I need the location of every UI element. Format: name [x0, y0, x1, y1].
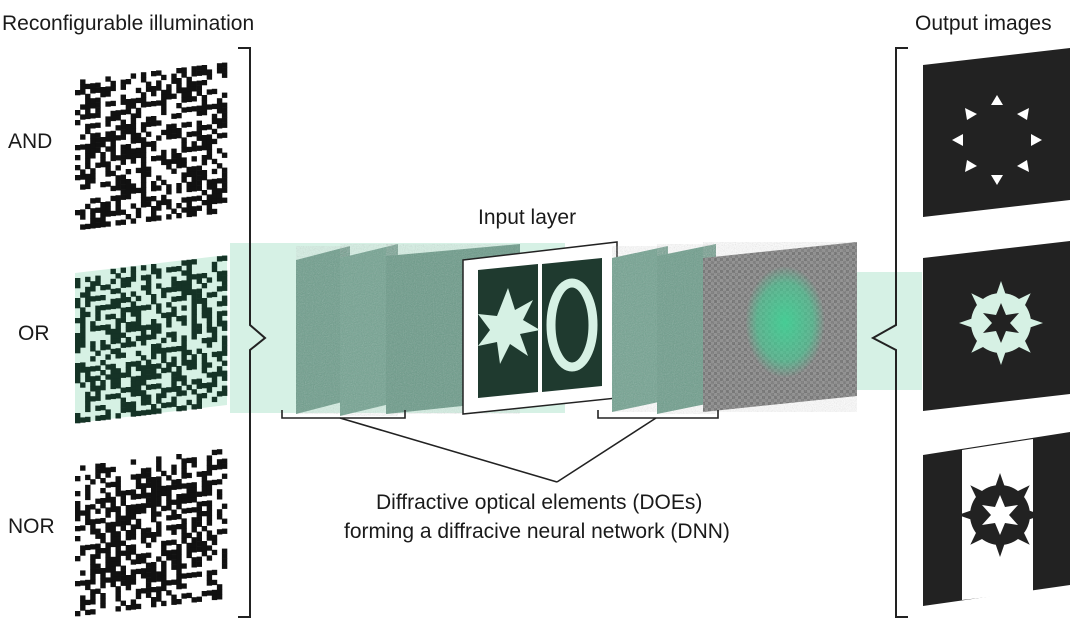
input-layer [462, 241, 618, 415]
illumination-header: Reconfigurable illumination [2, 12, 255, 35]
gear-ring-star-icon [959, 281, 1043, 365]
doe-plate-4 [612, 246, 668, 412]
output-image-or [923, 241, 1070, 411]
input-layer-label: Input layer [478, 206, 577, 229]
illumination-pattern-or [75, 255, 228, 424]
doe-plate-6 [703, 242, 857, 412]
doe-bracket-right [597, 410, 719, 419]
doe-plate-5 [657, 244, 716, 414]
doe-plate-2 [340, 244, 398, 416]
doe-caption-line1: Diffractive optical elements (DOEs) [376, 491, 703, 514]
illumination-bracket [238, 47, 267, 618]
eight-point-star-icon [478, 288, 540, 364]
output-image-and [923, 48, 1070, 217]
output-bracket [870, 47, 908, 618]
label-or: OR [18, 322, 50, 345]
illumination-pattern-nor [75, 448, 228, 617]
label-nor: NOR [8, 515, 55, 538]
output-image-nor [923, 432, 1070, 606]
label-and: AND [8, 130, 53, 153]
output-header: Output images [915, 12, 1052, 35]
doe-bracket-left [281, 410, 406, 419]
doe-connector-lines [339, 417, 657, 483]
doe-plate-1 [296, 246, 350, 414]
illumination-pattern-and [75, 62, 228, 230]
ring-icon [546, 278, 598, 372]
doe-caption-line2: forming a diffracive neural network (DNN… [344, 520, 730, 543]
